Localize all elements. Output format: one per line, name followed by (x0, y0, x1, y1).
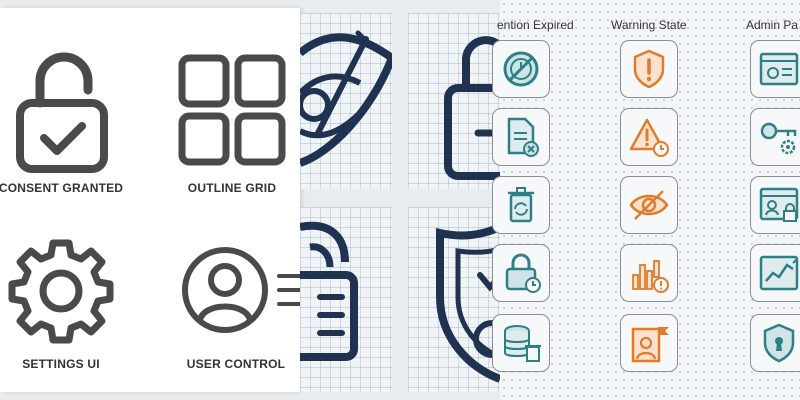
column-header-admin-panel: Admin Pa (746, 18, 799, 32)
tile-eye-hidden (620, 176, 678, 234)
tile-shield-warning (620, 40, 678, 98)
tile-user-flag (620, 314, 678, 372)
unlocked-padlock-check-icon (12, 48, 112, 178)
user-control-label: USER CONTROL (186, 357, 286, 371)
right-icon-panel: ention Expired Warning State Admin Pa (492, 0, 800, 400)
consent-granted-label: CONSENT GRANTED (0, 181, 124, 195)
browser-settings-icon (759, 52, 799, 86)
shield-keyhole-icon (763, 323, 795, 363)
navy-shield-tile (408, 207, 500, 392)
tile-triangle-warning-clock (620, 108, 678, 166)
trash-refresh-icon (508, 187, 534, 223)
profile-lock-icon (759, 187, 799, 222)
expired-clock-icon (503, 51, 539, 87)
lock-clock-icon (505, 253, 541, 293)
outline-grid-label: OUTLINE GRID (187, 181, 277, 195)
outline-grid-icon (176, 52, 288, 170)
navy-lock-fragment-tile (300, 207, 392, 392)
tile-lock-clock (492, 244, 550, 302)
tile-trash-refresh (492, 176, 550, 234)
database-delete-icon (504, 325, 541, 362)
settings-ui-label: SETTINGS UI (22, 357, 100, 371)
navy-eye-tile (300, 13, 392, 189)
tile-key-gear (750, 108, 800, 166)
line-chart-icon (759, 255, 799, 291)
tile-database-delete (492, 314, 550, 372)
tile-document-remove (492, 108, 550, 166)
user-circle-icon (180, 244, 270, 336)
user-flag-icon (631, 327, 669, 363)
triangle-warning-clock-icon (629, 118, 669, 157)
gear-icon (4, 234, 118, 348)
document-remove-icon (507, 117, 539, 157)
eye-hidden-icon (629, 190, 669, 220)
tile-bar-chart-alert (620, 244, 678, 302)
left-icon-panel: CONSENT GRANTED OUTLINE GRID SETTINGS UI (0, 8, 302, 392)
tile-line-chart (750, 244, 800, 302)
column-header-retention-expired: ention Expired (497, 18, 574, 32)
tile-shield-keyhole (750, 314, 800, 372)
tile-expired-clock (492, 40, 550, 98)
shield-warning-icon (633, 49, 665, 89)
column-header-warning-state: Warning State (611, 18, 687, 32)
tile-profile-lock (750, 176, 800, 234)
key-gear-icon (760, 122, 797, 155)
tile-browser-settings (750, 40, 800, 98)
list-lines-icon (276, 270, 302, 314)
bar-chart-alert-icon (632, 260, 669, 293)
navy-padlock-tile (408, 13, 500, 189)
